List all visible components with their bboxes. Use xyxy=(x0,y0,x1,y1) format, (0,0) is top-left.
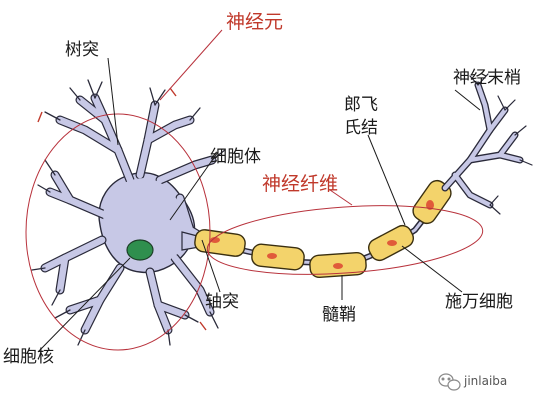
label-cell-body: 细胞体 xyxy=(210,147,261,167)
label-axon: 轴突 xyxy=(205,292,239,312)
fiber-outline-ellipse xyxy=(206,205,484,275)
nucleus-shape xyxy=(126,239,154,261)
dendrite-tips xyxy=(37,87,207,331)
label-dendrite: 树突 xyxy=(65,40,99,60)
red-leader-lines xyxy=(159,29,353,206)
label-node-line1: 郎飞 xyxy=(344,95,378,115)
nerve-ending-branches xyxy=(441,73,533,215)
label-nerve-fiber: 神经纤维 xyxy=(262,173,338,195)
leader-lines xyxy=(37,57,481,353)
watermark-text: jinlaiba xyxy=(463,374,507,388)
label-myelin: 髓鞘 xyxy=(322,305,356,325)
label-neuron: 神经元 xyxy=(226,11,283,33)
label-nerve-ending: 神经末梢 xyxy=(453,68,521,88)
wechat-icon xyxy=(438,373,461,391)
watermark: jinlaiba xyxy=(438,373,507,391)
schwann-nuclei xyxy=(210,200,434,269)
neuron-outline-ellipse xyxy=(25,113,211,351)
label-schwann-cell: 施万细胞 xyxy=(445,292,513,312)
myelin-segment xyxy=(251,243,305,271)
neuron-cell-body-shape xyxy=(31,79,226,346)
label-nucleus: 细胞核 xyxy=(3,347,54,367)
myelin-segment xyxy=(194,229,246,257)
label-node-line2: 氏结 xyxy=(344,118,378,138)
